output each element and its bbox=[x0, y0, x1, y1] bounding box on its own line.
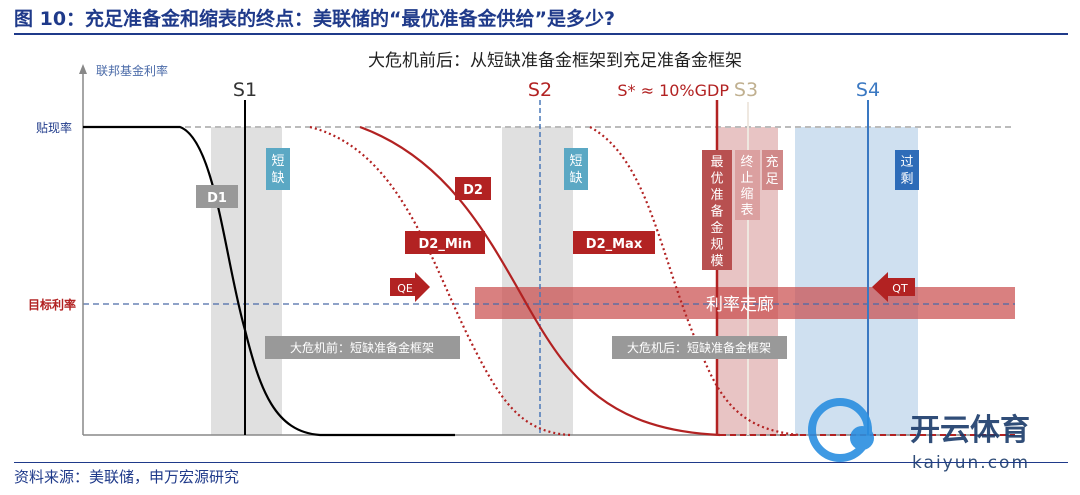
svg-text:开云体育: 开云体育 bbox=[910, 413, 1030, 448]
post-crisis-label: 大危机后：短缺准备金框架 bbox=[627, 340, 771, 355]
d2-max-label: D2_Max bbox=[586, 237, 643, 252]
discount-rate-label: 贴现率 bbox=[36, 120, 72, 135]
vertical-label-char: 最 bbox=[710, 155, 723, 170]
d2-label: D2 bbox=[463, 183, 483, 198]
shortage-1-label: 短缺 bbox=[271, 154, 284, 186]
vertical-label-char: 缩 bbox=[740, 186, 753, 202]
vertical-label-char: 金 bbox=[710, 220, 723, 236]
svg-text:kaiyun.com: kaiyun.com bbox=[912, 453, 1030, 473]
y-axis-label: 联邦基金利率 bbox=[96, 63, 168, 78]
vertical-label-char: 充 bbox=[765, 154, 778, 170]
qt-label: QT bbox=[892, 282, 908, 295]
vertical-label-char: 缺 bbox=[569, 171, 582, 186]
vertical-label-char: 模 bbox=[710, 254, 723, 269]
vertical-label-char: 终 bbox=[740, 154, 753, 170]
s4-label: S4 bbox=[856, 79, 880, 101]
stop-qt-box bbox=[735, 150, 760, 220]
vertical-label-char: 过 bbox=[900, 155, 913, 170]
d2-max-label-box bbox=[573, 231, 655, 254]
vertical-label-char: 短 bbox=[569, 154, 582, 169]
optimal-box bbox=[702, 150, 732, 270]
y-axis-arrow-icon bbox=[79, 64, 87, 74]
vertical-label-char: 缺 bbox=[271, 171, 284, 186]
vertical-label-char: 剩 bbox=[900, 172, 913, 187]
target-rate-label: 目标利率 bbox=[28, 297, 76, 312]
vertical-label-char: 止 bbox=[740, 171, 753, 186]
d1-label: D1 bbox=[207, 191, 227, 206]
d2-curve bbox=[359, 125, 721, 437]
vertical-label-char: 规 bbox=[710, 238, 723, 253]
ample-box bbox=[762, 150, 783, 190]
d2-min-label-box bbox=[405, 231, 485, 254]
pre-crisis-label-box bbox=[265, 336, 460, 359]
d1-label-box bbox=[196, 185, 238, 208]
shortage-2-box bbox=[564, 148, 588, 190]
d2-min-label: D2_Min bbox=[419, 237, 472, 252]
shortage-1-box bbox=[266, 148, 290, 190]
excess-label: 过剩 bbox=[900, 155, 913, 187]
s-star-label: S* ≈ 10%GDP bbox=[617, 81, 729, 100]
s3-label: S3 bbox=[734, 79, 758, 101]
d2-min-curve bbox=[309, 125, 571, 437]
rate-corridor-band bbox=[475, 287, 1015, 319]
d2-label-box bbox=[455, 177, 491, 200]
vertical-label-char: 短 bbox=[271, 154, 284, 169]
corridor-label: 利率走廊 bbox=[706, 295, 774, 315]
s2-label: S2 bbox=[528, 79, 552, 101]
pre-crisis-label: 大危机前：短缺准备金框架 bbox=[290, 340, 434, 355]
ample-label: 充足 bbox=[765, 154, 778, 187]
d2-max-curve bbox=[589, 126, 801, 437]
qe-label: QE bbox=[397, 282, 413, 295]
diagram-subtitle: 大危机前后：从短缺准备金框架到充足准备金框架 bbox=[368, 51, 742, 71]
vertical-label-char: 准 bbox=[710, 188, 723, 203]
source-divider bbox=[14, 462, 1068, 463]
figure-title: 图 10：充足准备金和缩表的终点：美联储的“最优准备金供给”是多少? bbox=[14, 8, 616, 30]
kaiyun-watermark-logo: 开云体育 kaiyun.com bbox=[808, 398, 1030, 473]
vertical-label-char: 优 bbox=[710, 172, 723, 187]
post-crisis-label-box bbox=[612, 336, 787, 359]
shortage-2-label: 短缺 bbox=[569, 154, 582, 186]
s1-label: S1 bbox=[233, 79, 257, 101]
source-note: 资料来源：美联储，申万宏源研究 bbox=[14, 468, 240, 486]
qe-arrow-icon bbox=[390, 272, 430, 302]
title-divider bbox=[14, 33, 1068, 35]
qt-arrow-icon bbox=[872, 272, 915, 302]
excess-box bbox=[895, 150, 919, 190]
vertical-label-char: 备 bbox=[710, 204, 723, 220]
vertical-label-char: 足 bbox=[765, 172, 778, 187]
vertical-label-char: 表 bbox=[740, 203, 753, 218]
d1-curve bbox=[83, 125, 455, 437]
